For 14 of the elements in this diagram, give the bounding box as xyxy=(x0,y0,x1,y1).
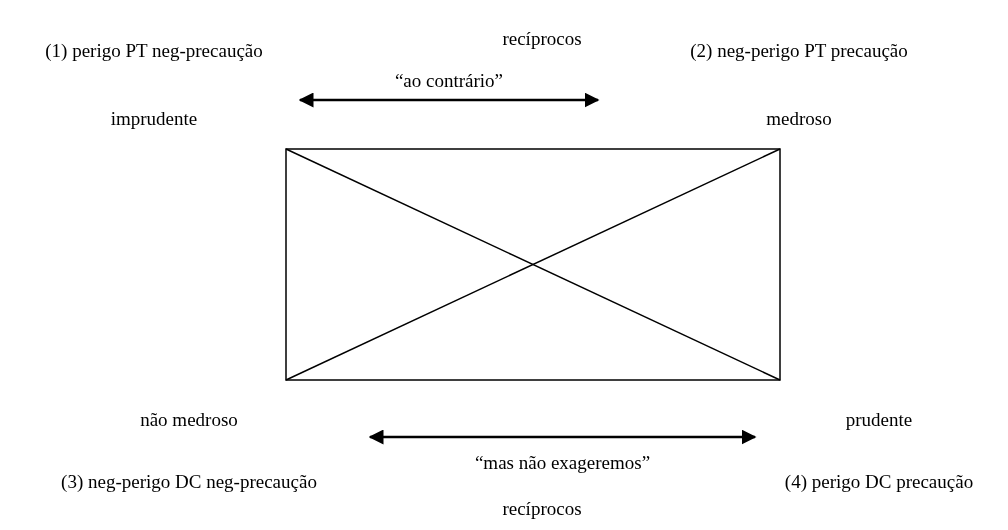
edge-label: “ao contrário” xyxy=(394,70,504,92)
double-headed-arrow xyxy=(298,92,600,108)
relation-label: recíprocos xyxy=(502,498,582,520)
corner-label: imprudente xyxy=(109,108,199,130)
relation-label: recíprocos xyxy=(502,28,582,50)
edge-label: “mas não exageremos” xyxy=(474,452,651,474)
corner-label: medroso xyxy=(765,108,833,130)
corner-label: (2) neg-perigo PT precaução xyxy=(689,40,909,62)
double-headed-arrow xyxy=(368,429,757,445)
corner-label: (4) perigo DC precaução xyxy=(783,471,975,493)
corner-label: prudente xyxy=(844,409,914,431)
corner-label: (1) perigo PT neg-precaução xyxy=(44,40,264,62)
corner-label: não medroso xyxy=(139,409,239,431)
corner-label: (3) neg-perigo DC neg-precaução xyxy=(60,471,318,493)
